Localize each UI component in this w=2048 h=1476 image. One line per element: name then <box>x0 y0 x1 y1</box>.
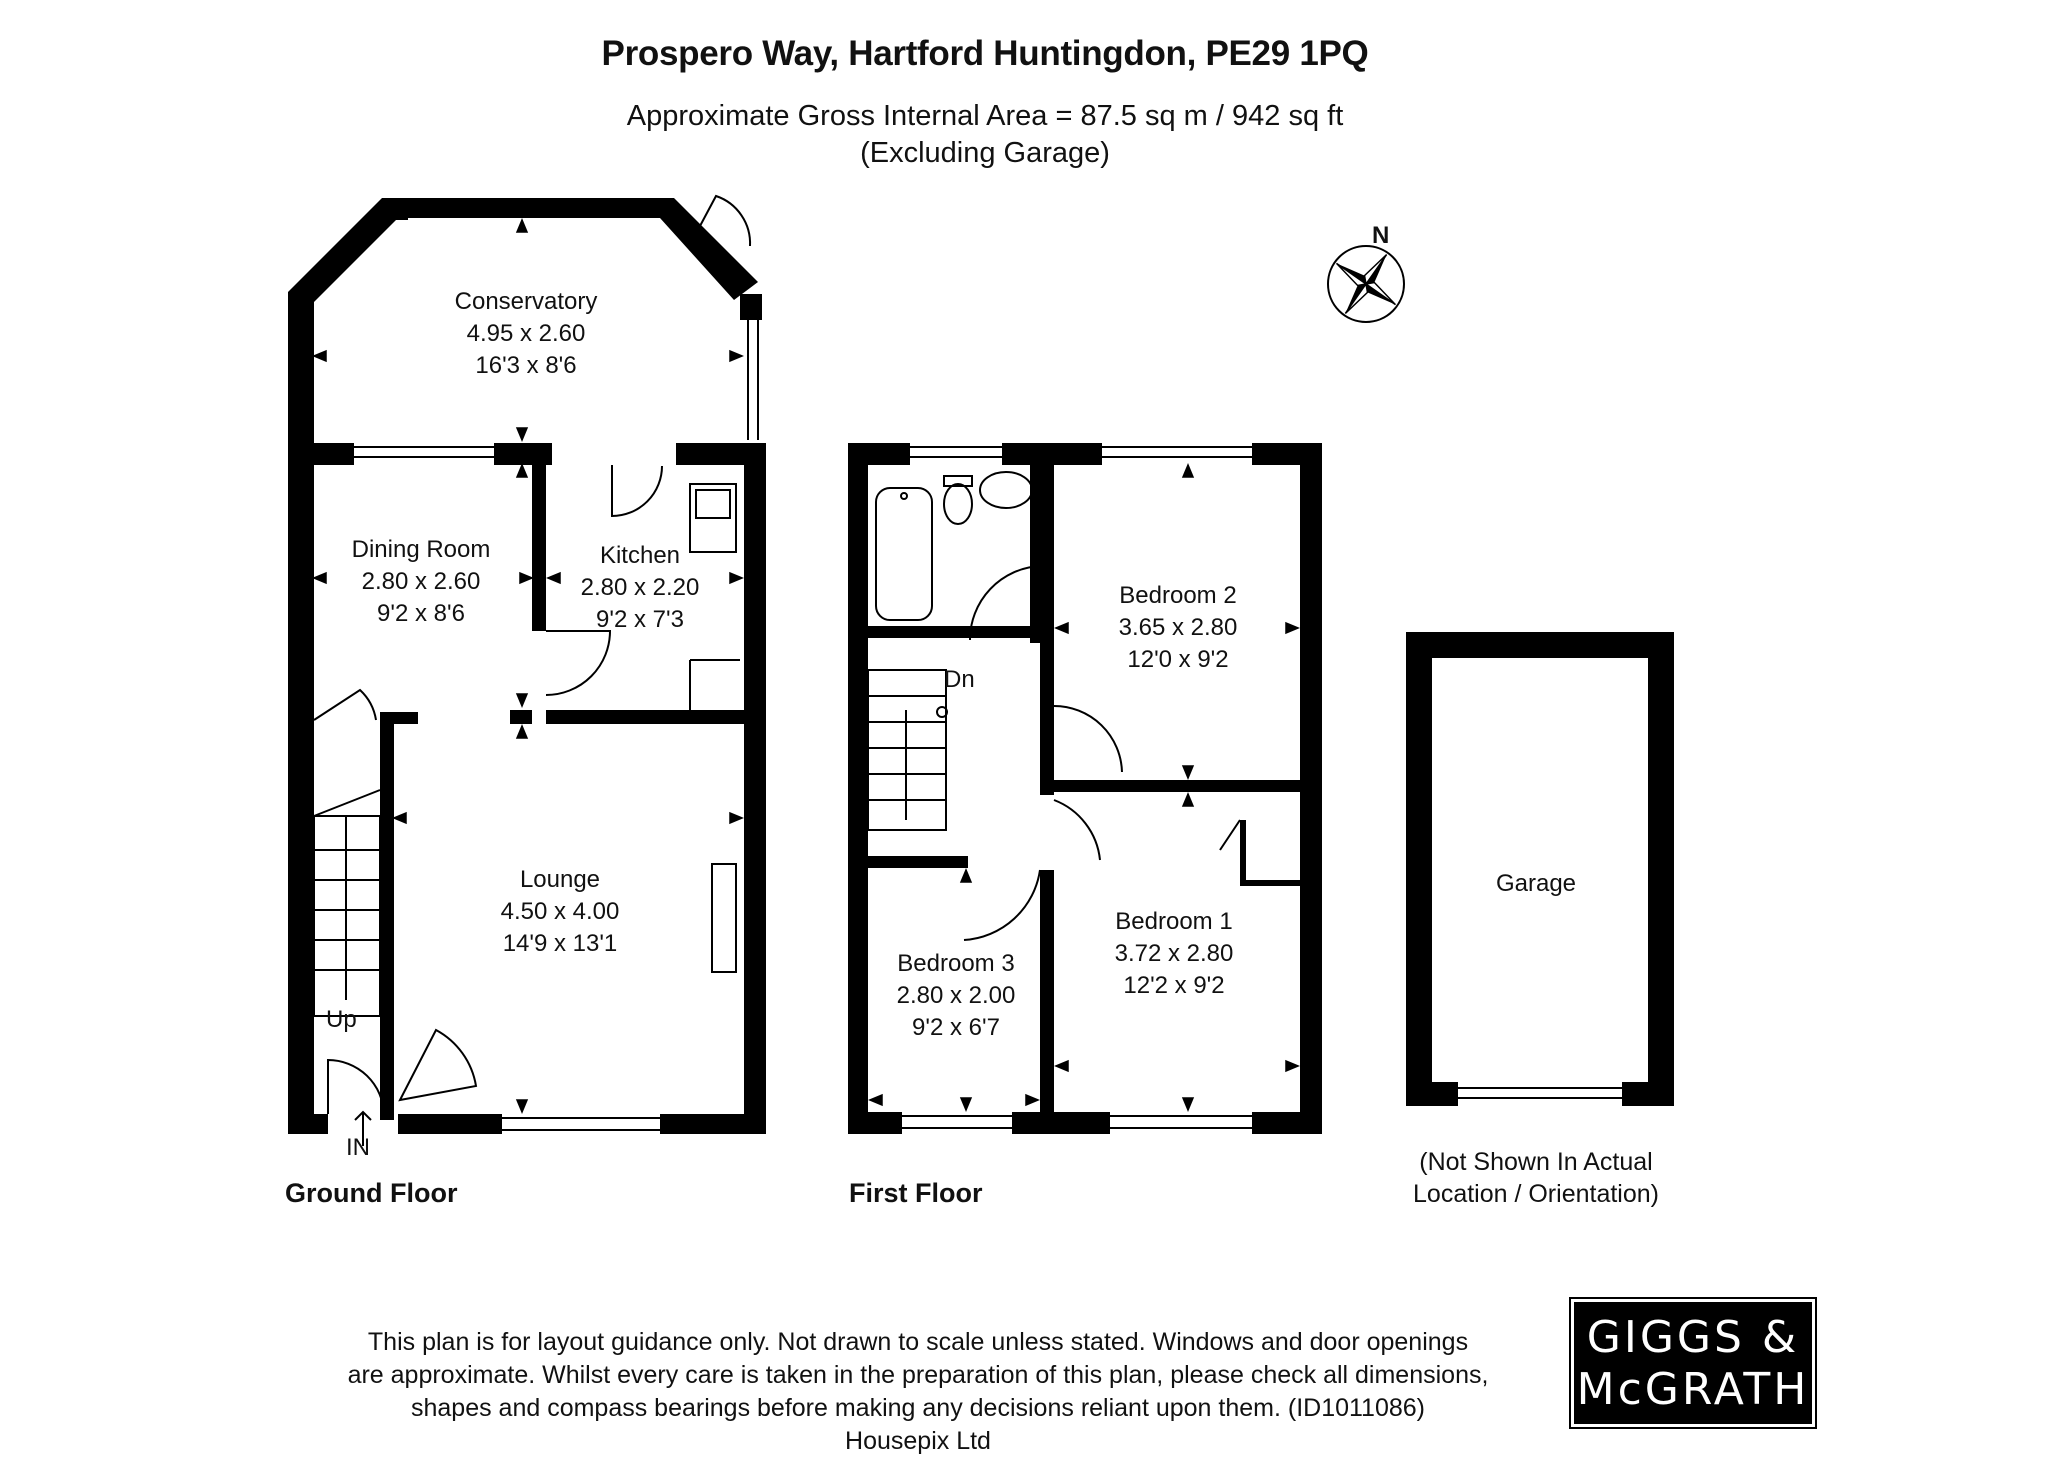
room-metric: 3.72 x 2.80 <box>1114 940 1234 967</box>
entrance-label: IN <box>346 1134 370 1161</box>
note-line: (Not Shown In Actual <box>1419 1148 1653 1176</box>
room-imperial: 12'0 x 9'2 <box>1127 646 1229 673</box>
room-name: Lounge <box>519 866 601 893</box>
room-conservatory: Conservatory 4.95 x 2.60 16'3 x 8'6 <box>455 286 598 382</box>
room-dining-room: Dining Room 2.80 x 2.60 9'2 x 8'6 <box>352 534 491 630</box>
ground-floor-label: Ground Floor <box>285 1178 458 1208</box>
room-kitchen: Kitchen 2.80 x 2.20 9'2 x 7'3 <box>581 540 700 636</box>
room-metric: 4.95 x 2.60 <box>466 320 586 347</box>
gf-wall-right <box>744 443 766 1134</box>
first-floor-label: First Floor <box>849 1178 983 1208</box>
ff-wall-bath-bottom <box>868 626 1040 638</box>
disclaimer-line: Housepix Ltd <box>845 1427 991 1455</box>
room-imperial: 12'2 x 9'2 <box>1123 972 1225 999</box>
room-lounge: Lounge 4.50 x 4.00 14'9 x 13'1 <box>501 864 620 960</box>
room-name: Conservatory <box>454 288 598 315</box>
ff-wall-cupboard <box>1240 880 1300 886</box>
garage-wall-left <box>1406 632 1432 1106</box>
room-bedroom-1: Bedroom 1 3.72 x 2.80 12'2 x 9'2 <box>1115 906 1234 1002</box>
compass-north-label: N <box>1372 222 1390 249</box>
room-name: Dining Room <box>351 536 491 563</box>
garage-wall-top <box>1406 632 1674 658</box>
ff-wall-left <box>848 443 868 1134</box>
plan-title: Prospero Way, Hartford Huntingdon, PE29 … <box>601 34 1369 73</box>
gf-wall-kitchen-top <box>676 443 766 465</box>
gf-wall-kitchen-bottom <box>546 710 766 724</box>
room-bedroom-3: Bedroom 3 2.80 x 2.00 9'2 x 6'7 <box>897 948 1016 1044</box>
gf-wall-dining-top-l <box>288 443 354 465</box>
room-name: Bedroom 3 <box>897 950 1015 977</box>
room-metric: 3.65 x 2.80 <box>1118 614 1238 641</box>
logo-line-1: GIGGS & <box>1586 1312 1800 1363</box>
room-imperial: 9'2 x 8'6 <box>377 600 465 627</box>
gf-wall-right-upper <box>740 294 762 320</box>
room-metric: 2.80 x 2.20 <box>580 574 700 601</box>
ff-wall-bath-right <box>1030 463 1040 643</box>
gf-wall-porch <box>380 1010 394 1120</box>
gf-wall-bottom-mid <box>398 1114 502 1134</box>
ff-wall-bed3-top <box>868 856 968 868</box>
area-exclusion-note: (Excluding Garage) <box>860 137 1110 169</box>
room-name: Bedroom 1 <box>1115 908 1233 935</box>
gf-wall-bottom-right <box>660 1114 766 1134</box>
room-imperial: 16'3 x 8'6 <box>475 352 577 379</box>
gf-wall-dining-top-r <box>494 443 552 465</box>
room-name: Bedroom 2 <box>1119 582 1237 609</box>
room-metric: 4.50 x 4.00 <box>500 898 620 925</box>
garage-wall-right <box>1648 632 1674 1106</box>
ff-wall-bed3-right <box>1040 870 1054 1134</box>
gf-wall-kitchen-left <box>532 463 546 631</box>
ff-wall-mid-h <box>1054 780 1300 792</box>
room-imperial: 14'9 x 13'1 <box>502 930 618 957</box>
ff-wall-bottom-r <box>1252 1112 1322 1134</box>
room-bedroom-2: Bedroom 2 3.65 x 2.80 12'0 x 9'2 <box>1119 580 1238 676</box>
room-metric: 2.80 x 2.00 <box>896 982 1016 1009</box>
gf-wall-left <box>288 292 314 1134</box>
garage-location-note: (Not Shown In Actual Location / Orientat… <box>1413 1146 1659 1210</box>
ff-wall-bottom-l <box>848 1112 902 1134</box>
dimension-ticks <box>312 218 1300 1114</box>
stairs-up-label: Up <box>326 1006 357 1033</box>
garage-label: Garage <box>1495 870 1577 897</box>
ff-wall-bed-divider <box>1040 443 1054 795</box>
compass-rose-icon <box>1327 245 1405 323</box>
logo-line-2: McGRATH <box>1576 1364 1810 1415</box>
disclaimer: This plan is for layout guidance only. N… <box>348 1326 1489 1458</box>
ff-wall-cupboard-v <box>1240 820 1246 886</box>
ff-wall-right <box>1300 443 1322 1134</box>
room-metric: 2.80 x 2.60 <box>361 568 481 595</box>
note-line: Location / Orientation) <box>1413 1180 1659 1208</box>
gross-internal-area: Approximate Gross Internal Area = 87.5 s… <box>626 100 1344 132</box>
garage-wall-bottom-r <box>1622 1082 1674 1106</box>
garage-wall-bottom-l <box>1406 1082 1458 1106</box>
giggs-mcgrath-logo: GIGGS & McGRATH <box>1569 1297 1817 1429</box>
gf-wall-top-seg <box>386 198 408 220</box>
room-name: Kitchen <box>599 542 681 569</box>
gf-wall-stair <box>380 716 394 1022</box>
gf-wall-kitchen-stub <box>510 710 532 724</box>
gf-wall-bottom-left <box>288 1114 328 1134</box>
ff-wall-bottom-m <box>1012 1112 1110 1134</box>
room-imperial: 9'2 x 6'7 <box>912 1014 1000 1041</box>
disclaimer-line: This plan is for layout guidance only. N… <box>367 1328 1469 1356</box>
stairs-down-label: Dn <box>944 666 975 693</box>
disclaimer-line: are approximate. Whilst every care is ta… <box>347 1361 1489 1389</box>
ff-wall-top-l <box>848 443 910 465</box>
room-imperial: 9'2 x 7'3 <box>596 606 684 633</box>
disclaimer-line: shapes and compass bearings before makin… <box>410 1394 1426 1422</box>
